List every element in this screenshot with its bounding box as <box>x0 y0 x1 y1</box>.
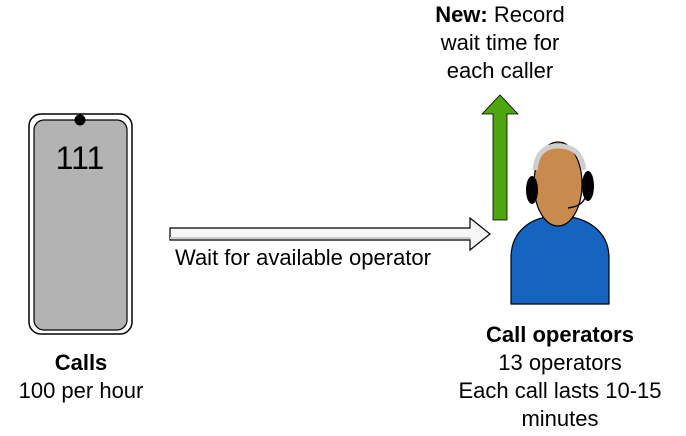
new-note-line2: wait time for <box>440 30 560 55</box>
operator-person-icon <box>510 141 610 305</box>
green-up-arrow-icon <box>481 94 519 221</box>
operators-count: 13 operators <box>498 350 622 375</box>
new-note-prefix: New: <box>435 2 488 27</box>
operators-title: Call operators <box>486 322 634 347</box>
calls-label-group: Calls 100 per hour <box>0 349 162 405</box>
flow-arrow-label: Wait for available operator <box>175 245 431 270</box>
calls-rate: 100 per hour <box>18 378 144 403</box>
operators-label-group: Call operators 13 operators Each call la… <box>440 321 680 433</box>
new-note-line1: New: Record <box>400 1 600 29</box>
operators-duration-line1: Each call lasts 10-15 <box>458 378 662 403</box>
calls-title: Calls <box>54 350 108 375</box>
new-note-line1-rest: Record <box>487 2 565 27</box>
new-note-line3: each caller <box>446 58 554 83</box>
phone-number-text: 111 <box>55 140 105 176</box>
operators-duration-line2: minutes <box>521 406 599 431</box>
new-note: New: Record wait time for each caller <box>400 1 600 85</box>
phone-icon <box>28 113 133 335</box>
flow-arrow-icon <box>169 216 491 252</box>
